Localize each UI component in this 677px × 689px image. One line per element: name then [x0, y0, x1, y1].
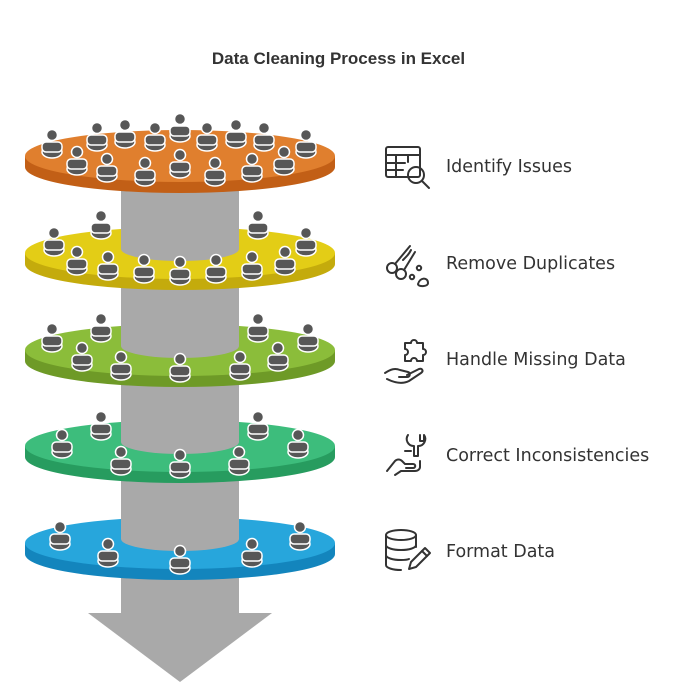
disc-3 — [25, 302, 335, 387]
diagram-title: Data Cleaning Process in Excel — [211, 49, 466, 68]
person-icon — [90, 410, 112, 441]
person-icon — [229, 350, 251, 381]
person-icon — [86, 121, 108, 152]
puzzle-hand-icon — [384, 339, 427, 384]
column-segment — [121, 302, 239, 358]
person-icon — [96, 152, 118, 183]
person-icon — [71, 341, 93, 372]
person-icon — [169, 148, 191, 179]
person-icon — [247, 312, 269, 343]
person-icon — [169, 448, 191, 479]
scissors-icon — [386, 245, 429, 288]
person-icon — [169, 352, 191, 383]
person-icon — [297, 322, 319, 353]
person-icon — [169, 255, 191, 286]
person-icon — [247, 209, 269, 240]
column-segment — [121, 398, 239, 454]
table-search-icon — [385, 146, 430, 189]
person-icon — [66, 145, 88, 176]
person-icon — [273, 145, 295, 176]
person-icon — [41, 128, 63, 159]
person-icon — [253, 121, 275, 152]
person-icon — [241, 250, 263, 281]
person-icon — [97, 250, 119, 281]
column-segment — [121, 495, 239, 551]
person-icon — [97, 537, 119, 568]
disc-1 — [25, 112, 335, 193]
disc-5 — [25, 495, 335, 580]
person-icon — [133, 253, 155, 284]
person-icon — [247, 410, 269, 441]
person-icon — [205, 253, 227, 284]
step-label-handle-missing-data: Handle Missing Data — [446, 350, 626, 370]
person-icon — [169, 112, 191, 143]
wrench-hand-icon — [386, 434, 427, 476]
column-segment — [121, 205, 239, 261]
person-icon — [241, 152, 263, 183]
person-icon — [169, 544, 191, 575]
person-icon — [241, 537, 263, 568]
person-icon — [51, 428, 73, 459]
person-icon — [267, 341, 289, 372]
step-label-remove-duplicates: Remove Duplicates — [446, 254, 616, 274]
down-arrow — [88, 613, 272, 682]
person-icon — [295, 226, 317, 257]
person-icon — [196, 121, 218, 152]
person-icon — [90, 209, 112, 240]
person-icon — [41, 322, 63, 353]
arrow-shaft — [121, 585, 239, 615]
person-icon — [295, 128, 317, 159]
person-icon — [228, 445, 250, 476]
person-icon — [134, 156, 156, 187]
person-icon — [114, 118, 136, 149]
step-label-correct-inconsistencies: Correct Inconsistencies — [446, 446, 650, 466]
person-icon — [225, 118, 247, 149]
person-icon — [110, 445, 132, 476]
person-icon — [43, 226, 65, 257]
disc-2 — [25, 205, 335, 290]
disc-4 — [25, 398, 335, 483]
person-icon — [49, 520, 71, 551]
database-edit-icon — [385, 529, 431, 571]
person-icon — [90, 312, 112, 343]
person-icon — [66, 245, 88, 276]
person-icon — [204, 156, 226, 187]
person-icon — [287, 428, 309, 459]
person-icon — [144, 121, 166, 152]
step-label-format-data: Format Data — [446, 542, 556, 562]
person-icon — [289, 520, 311, 551]
person-icon — [274, 245, 296, 276]
step-label-identify-issues: Identify Issues — [446, 157, 572, 177]
person-icon — [110, 350, 132, 381]
